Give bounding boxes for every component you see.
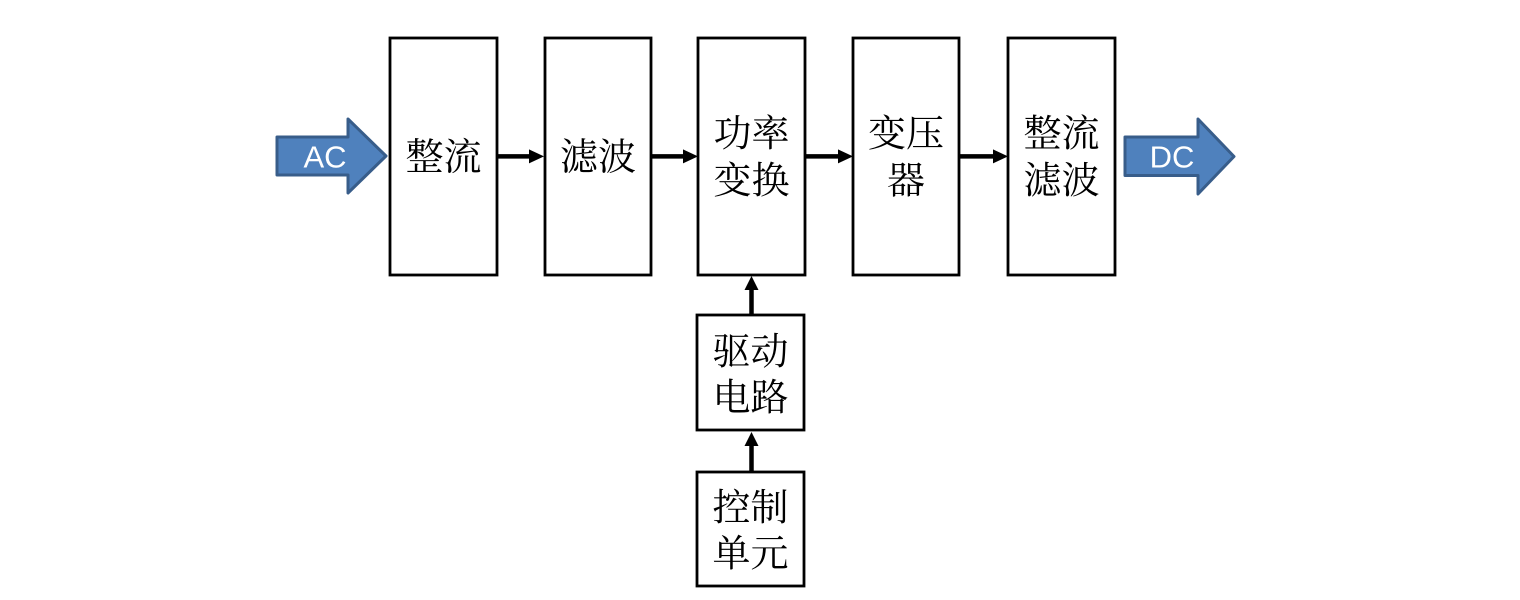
svg-text:AC: AC [303, 140, 346, 175]
svg-text:DC: DC [1150, 140, 1195, 175]
